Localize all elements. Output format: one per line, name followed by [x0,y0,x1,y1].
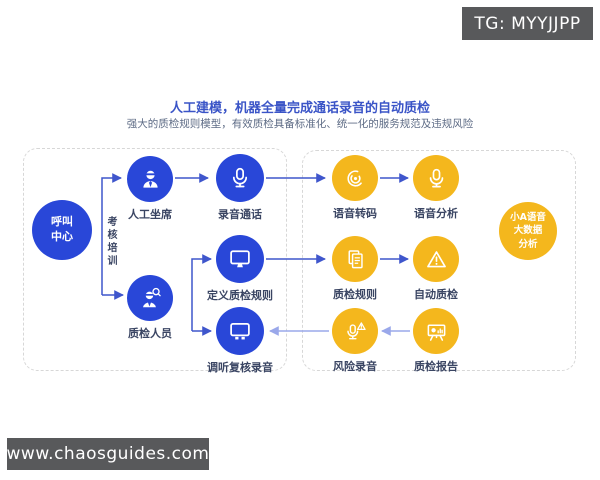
node-label-line: 分析 [518,238,538,250]
voiceprint-icon [346,169,364,187]
node-label-line: 呼叫 [51,215,73,229]
node-auto-qc: 自动质检 [413,236,459,301]
agent-person-icon [142,170,158,188]
tg-badge: TG: MYYJJPP [462,7,593,40]
node-qc-rules: 质检规则 [332,236,378,301]
node-human-agent: 人工坐席 [127,156,173,221]
warning-triangle-icon [426,250,446,267]
assessment-training-label: 考核培训 [103,215,118,269]
node-review-listen: 调听复核录音 [207,307,273,374]
node-qc-staff: 质检人员 [127,275,173,340]
node-voice-analysis: 语音分析 [413,155,459,220]
diagram-title: 人工建模，机器全量完成通话录音的自动质检 [169,101,430,116]
node-call-center: 呼叫中心 [32,200,92,260]
monitor-icon [230,250,250,268]
node-qc-report: 质检报告 [413,308,459,373]
node-label: 定义质检规则 [207,289,273,302]
node-label-line: 大数据 [513,225,543,237]
microphone-warning-icon [346,321,366,339]
right-group-box [302,150,576,371]
node-label: 质检报告 [414,360,458,373]
node-label-line: 小A语音 [510,212,546,224]
node-label: 人工坐席 [128,208,172,221]
report-board-icon [427,323,445,341]
node-label: 调听复核录音 [207,361,273,374]
node-label-line: 中心 [51,230,73,243]
node-label: 语音转码 [333,207,377,220]
node-risk-recording: 风险录音 [332,308,378,373]
node-label: 语音分析 [414,207,458,220]
monitor-speakers-icon [230,322,250,340]
node-label: 质检规则 [333,288,377,301]
website-badge: www.chaosguides.com [7,438,209,470]
node-record-call: 录音通话 [216,154,264,221]
diagram-subtitle: 强大的质检规则模型，有效质检具备标准化、统一化的服务规范及违规风险 [126,118,474,130]
node-voice-transcode: 语音转码 [332,155,378,220]
person-magnifier-icon [142,287,161,307]
node-label: 自动质检 [414,288,458,301]
microphone-icon [232,167,248,188]
microphone-icon [429,168,443,187]
node-big-data-analysis: 小A语音 大数据 分析 [499,202,557,260]
node-label: 质检人员 [128,327,172,340]
node-define-rules: 定义质检规则 [207,235,273,302]
node-label: 风险录音 [333,360,377,373]
node-label: 录音通话 [218,208,262,221]
documents-icon [348,249,363,268]
